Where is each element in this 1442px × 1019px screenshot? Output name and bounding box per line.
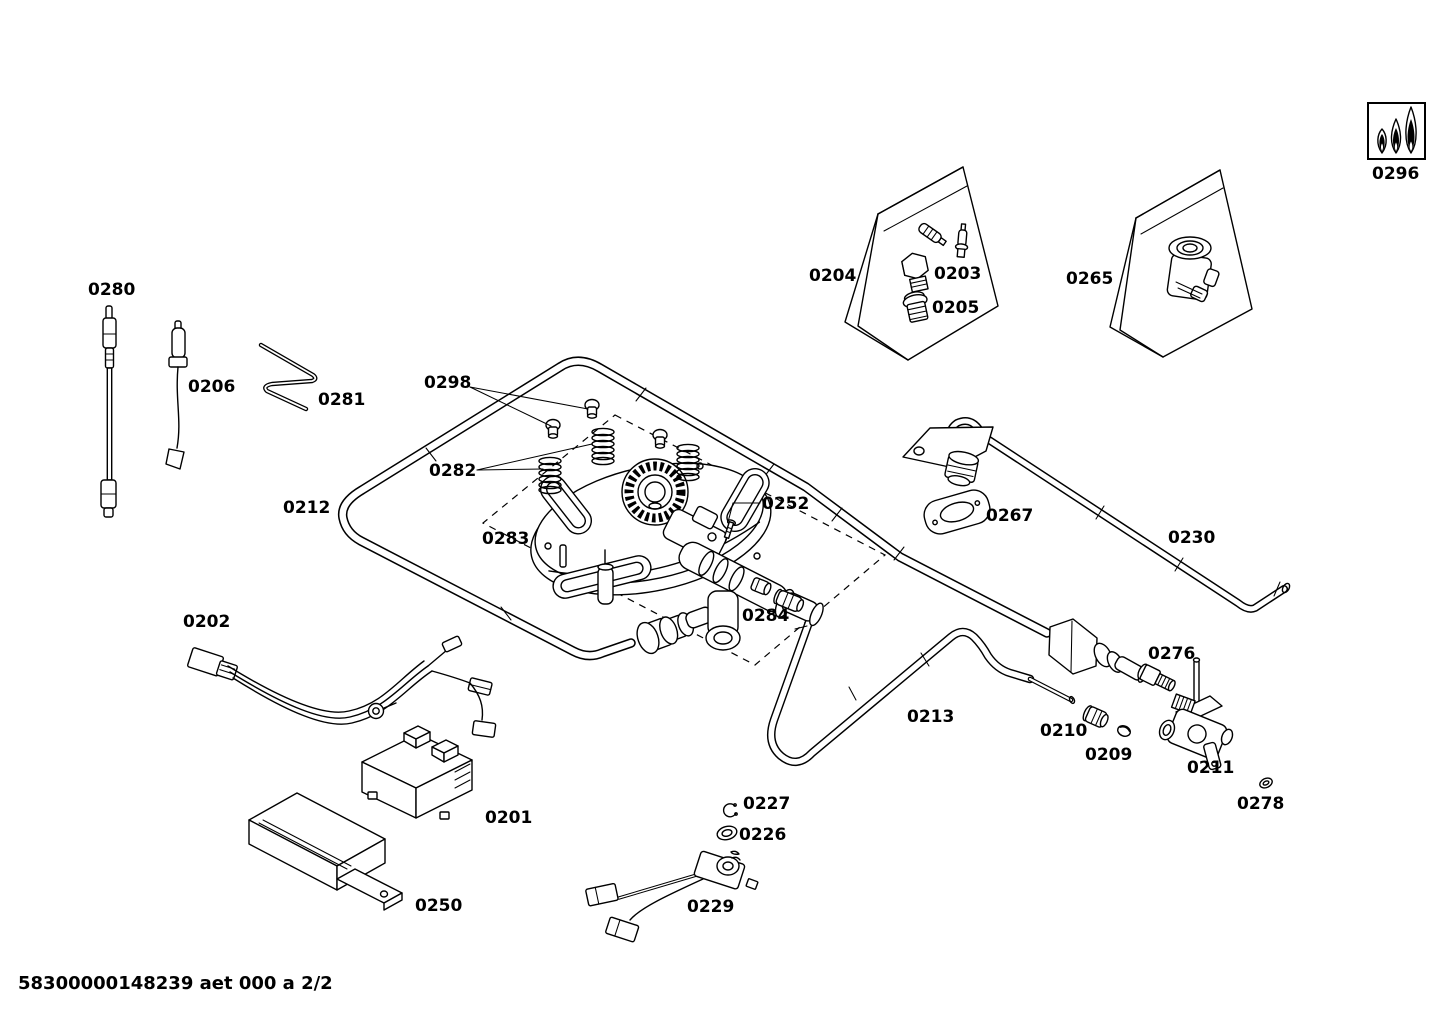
part-label-0265: 0265 <box>1066 269 1114 289</box>
pipe-nut-stack <box>636 606 714 655</box>
gasket-0267 <box>923 489 991 535</box>
part-label-0230: 0230 <box>1168 528 1216 548</box>
part-label-0212: 0212 <box>283 498 331 518</box>
part-label-0267: 0267 <box>986 506 1034 526</box>
part-label-0298: 0298 <box>424 373 472 393</box>
part-label-0278: 0278 <box>1237 794 1285 814</box>
nozzle-parts-0284 <box>750 577 805 612</box>
part-label-0226: 0226 <box>739 825 787 845</box>
burner-electrode <box>597 549 614 605</box>
part-label-0227: 0227 <box>743 794 791 814</box>
part-label-0206: 0206 <box>188 377 236 397</box>
part-label-0276: 0276 <box>1148 644 1196 664</box>
wire-clamp-0281 <box>258 342 318 412</box>
part-label-0282: 0282 <box>429 461 477 481</box>
part-label-0213: 0213 <box>907 707 955 727</box>
part-label-0252: 0252 <box>762 494 810 514</box>
gas-tap-0211 <box>1158 657 1234 771</box>
part-label-0205: 0205 <box>932 298 980 318</box>
spark-electrode-0206 <box>165 320 188 470</box>
part-label-0209: 0209 <box>1085 745 1133 765</box>
nozzle-0205 <box>902 291 929 323</box>
surface-burner-assembly-0283 <box>530 458 824 651</box>
part-label-0204: 0204 <box>809 266 857 286</box>
gas-inlet-pipe-0230 <box>902 417 1291 613</box>
leader-lines <box>469 386 761 523</box>
pipe-tap-fitting <box>944 450 980 487</box>
cover-box-0250 <box>248 792 403 911</box>
washer-0226 <box>716 825 738 841</box>
accessory-bag-0204 <box>844 166 999 361</box>
cap-0209 <box>1117 725 1131 737</box>
part-label-0203: 0203 <box>934 264 982 284</box>
wiring-harness-0202 <box>187 635 497 738</box>
document-code: 58300000148239 aet 000 a 2/2 <box>18 973 333 994</box>
bag-nozzle-b <box>954 223 969 258</box>
burner-assembly-boundary <box>481 414 887 666</box>
screw-0252 <box>723 519 737 542</box>
oring-0278 <box>1259 777 1273 789</box>
part-label-0281: 0281 <box>318 390 366 410</box>
ignition-box-0201 <box>361 725 473 820</box>
nozzle-0203 <box>901 252 929 293</box>
flame-levels-icon <box>1367 102 1426 160</box>
bag-valve <box>1166 236 1220 303</box>
part-label-0250: 0250 <box>415 896 463 916</box>
venturi-rail <box>678 541 795 618</box>
accessory-bag-0265 <box>1109 169 1253 358</box>
nozzle-0210 <box>1082 705 1109 728</box>
pipe-union-fitting <box>1048 618 1149 683</box>
part-label-0296: 0296 <box>1372 164 1420 184</box>
flame-spreader-crown <box>621 458 689 526</box>
part-label-0211: 0211 <box>1187 758 1235 778</box>
burner-supply-pipe-0213 <box>766 606 1076 766</box>
bag-nozzle-a <box>918 222 947 247</box>
part-label-0284: 0284 <box>742 606 790 626</box>
switch-0229 <box>585 850 759 943</box>
part-label-0280: 0280 <box>88 280 136 300</box>
circlip-0227 <box>722 803 738 818</box>
part-label-0210: 0210 <box>1040 721 1088 741</box>
part-label-0229: 0229 <box>687 897 735 917</box>
burner-valve-body <box>662 505 728 562</box>
part-label-0202: 0202 <box>183 612 231 632</box>
bolt-0276 <box>1137 663 1176 692</box>
venturi-elbow <box>705 590 741 651</box>
ignition-electrode-0280 <box>100 305 117 518</box>
part-label-0201: 0201 <box>485 808 533 828</box>
part-label-0283: 0283 <box>482 529 530 549</box>
